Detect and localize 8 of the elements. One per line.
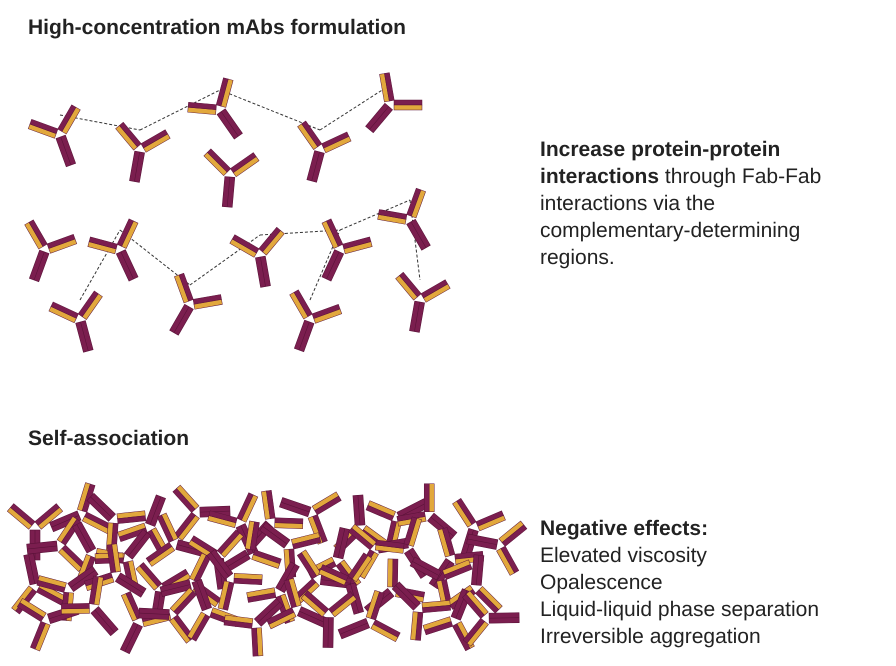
section-heading: High-concentration mAbs formulation — [28, 15, 406, 41]
list-item: Irreversible aggregation — [540, 624, 761, 650]
section-heading: Self-association — [28, 426, 190, 452]
list-item: Opalescence — [540, 570, 663, 596]
list-heading: Negative effects: — [540, 516, 708, 542]
list-item: Elevated viscosity — [540, 543, 707, 569]
list-item: Liquid-liquid phase separation — [540, 597, 820, 623]
description-paragraph: Increase protein-protein interactions through Fab-Fab interactions via the complementary-determining regions. — [540, 137, 822, 271]
